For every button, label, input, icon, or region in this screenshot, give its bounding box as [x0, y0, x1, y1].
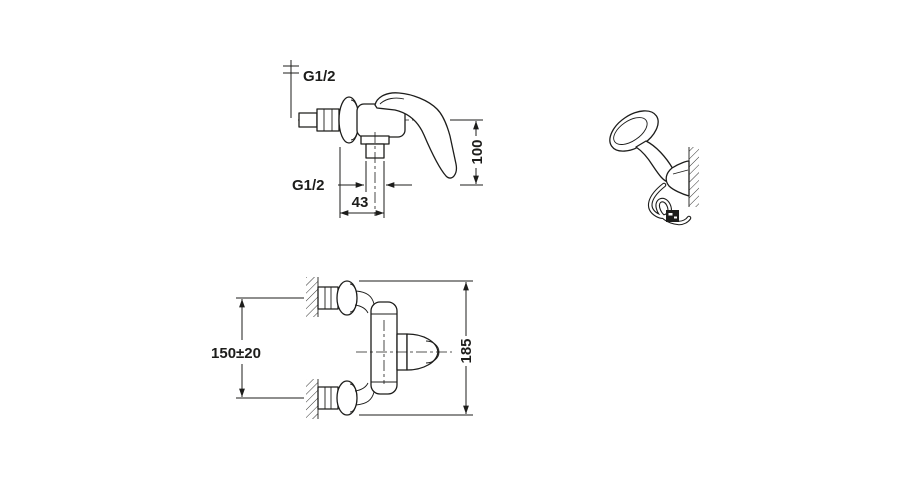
outlet-thread-label: G1/2: [292, 177, 325, 194]
hex-nut-top: [317, 286, 339, 310]
inlet-tube-bottom-inner: [354, 382, 369, 392]
dimension-height-185: 185: [359, 280, 475, 416]
wall-bracket: [665, 160, 690, 197]
handshower-illustration: [609, 110, 699, 226]
wall-hatch-top: [306, 277, 319, 317]
hex-nut-bottom: [317, 386, 339, 410]
dimension-depth-43: 43: [339, 147, 384, 218]
dimension-label-100: 100: [469, 139, 486, 164]
dimension-label-150: 150±20: [211, 345, 261, 362]
inlet-pipe: [298, 112, 318, 128]
inlet-tube-top-inner: [354, 304, 369, 314]
inlet-thread-leader: [283, 60, 299, 118]
escutcheon-top: [336, 280, 358, 316]
inlet-tube-bottom: [355, 391, 375, 406]
handshower-wall-hatch: [688, 147, 699, 207]
inlet-tube-top: [355, 290, 375, 305]
front-view-drawing: 150±20 185: [211, 277, 475, 419]
side-view-drawing: G1/2: [283, 60, 486, 218]
inlet-thread-label: G1/2: [303, 68, 336, 85]
dimension-height-100: 100: [450, 119, 486, 186]
dimension-label-185: 185: [458, 338, 475, 363]
brand-badge-icon: [666, 210, 679, 222]
escutcheon-bottom: [336, 380, 358, 416]
dimension-label-43: 43: [352, 194, 369, 211]
hex-nut-side: [316, 108, 340, 132]
lever-handle: [374, 92, 458, 179]
wall-hatch-bottom: [306, 379, 319, 419]
dimension-outlet-thread: G1/2: [292, 161, 412, 218]
shower-hose: [647, 182, 692, 226]
dimension-spacing-150: 150±20: [211, 297, 304, 399]
escutcheon-side: [338, 96, 360, 144]
